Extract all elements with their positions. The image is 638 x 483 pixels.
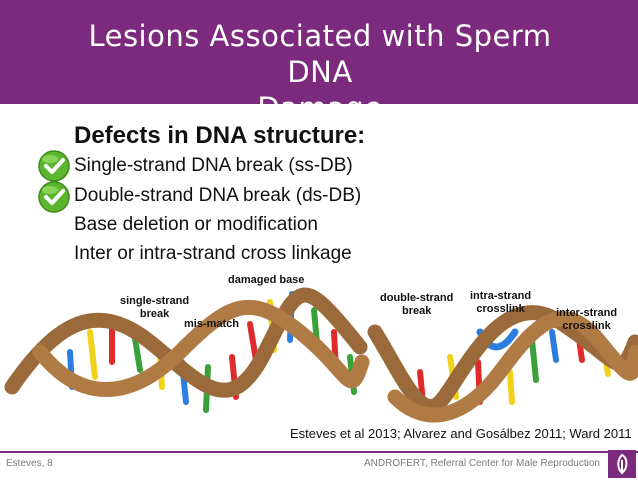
slide-title: Lesions Associated with Sperm DNA Damage [60,18,580,126]
label-line: intra-strand [470,290,532,302]
label-line: single-strand [120,295,190,307]
label-line: double-strand [380,292,454,304]
dna-backbone-strands [4,287,638,423]
footer-slide-number: Esteves, 8 [6,458,53,469]
title-bar: Lesions Associated with Sperm DNA Damage [0,0,638,125]
label-intra-strand: intra-strand crosslink [470,290,531,316]
title-line-2: Damage [257,91,383,125]
bullet-item: Base deletion or modification [74,214,318,235]
title-line-1: Lesions Associated with Sperm DNA [88,19,552,89]
section-heading: Defects in DNA structure: [74,122,366,149]
androfert-logo-icon [608,450,636,478]
label-line: crosslink [562,320,611,332]
footer-organization: ANDROFERT, Referral Center for Male Repr… [363,458,600,469]
label-mismatch: mis-match [184,318,240,330]
bullet-item: Inter or intra-strand cross linkage [74,243,352,264]
citation: Esteves et al 2013; Alvarez and Gosálbez… [290,426,632,441]
label-damaged-base: damaged base [228,274,305,286]
dna-helix-diagram [4,287,638,423]
checkmark-icon [38,181,70,213]
label-line: crosslink [476,303,525,315]
label-line: break [401,305,432,317]
label-double-strand: double-strand break [380,292,453,318]
footer-divider [0,451,638,453]
checkmark-icon [38,150,70,182]
label-line: break [139,308,170,320]
bullet-item: Single-strand DNA break (ss-DB) [74,155,353,176]
bullet-item: Double-strand DNA break (ds-DB) [74,185,362,206]
label-single-strand: single-strand break [120,295,189,321]
label-inter-strand: inter-strand crosslink [556,307,617,333]
label-line: inter-strand [556,307,618,319]
